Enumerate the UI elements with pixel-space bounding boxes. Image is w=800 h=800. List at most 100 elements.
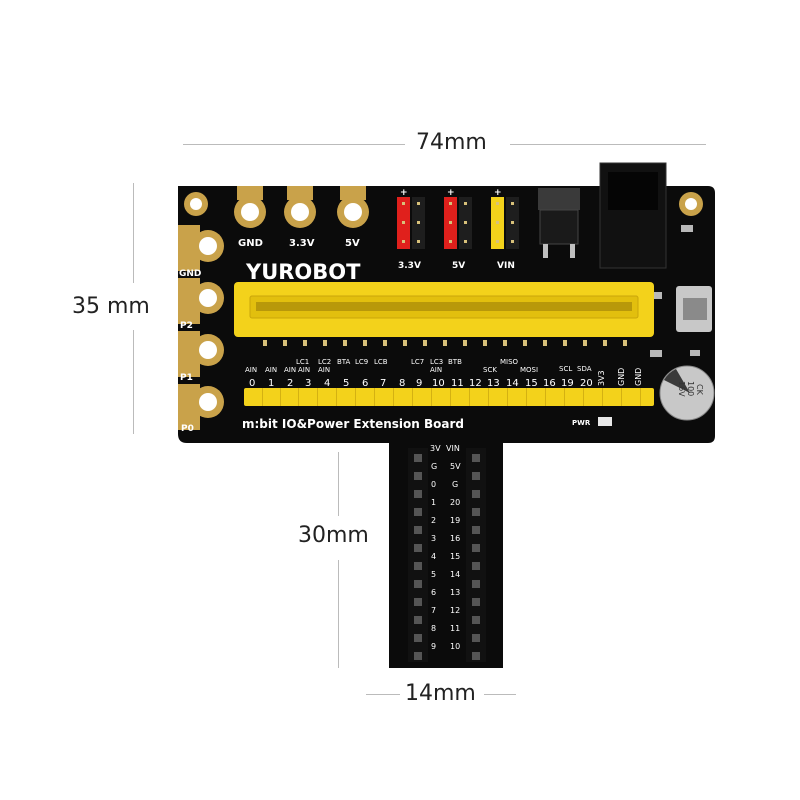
func-label: LC3 xyxy=(430,358,443,366)
func-label: LC2 xyxy=(318,358,331,366)
stem-label-left: 0 xyxy=(431,480,436,489)
pin-number: 10 xyxy=(432,378,445,389)
capacitor-label: 100 xyxy=(686,381,695,396)
pin-number: 1 xyxy=(268,378,274,389)
stem-label-left: 2 xyxy=(431,516,436,525)
stem-label-right: VIN xyxy=(446,444,460,453)
edge-connector-slot xyxy=(234,282,654,337)
pin-number: 4 xyxy=(324,378,330,389)
func-label: AIN xyxy=(265,366,277,374)
header-label-3v3: 3.3V xyxy=(398,261,421,271)
stem-label-right: 11 xyxy=(450,624,460,633)
func-label: SDA xyxy=(577,365,592,373)
height-dimension-label: 35 mm xyxy=(72,294,150,319)
pin-number: 19 xyxy=(561,378,574,389)
pin-number-gnd: GND xyxy=(617,368,626,386)
stem-label-right: 13 xyxy=(450,588,460,597)
dc-barrel-jack xyxy=(599,162,667,269)
func-label: MISO xyxy=(500,358,519,366)
stem-dimension-line-bottom xyxy=(338,560,339,668)
stem-label-left: 6 xyxy=(431,588,436,597)
stem-width-label: 14mm xyxy=(405,681,476,706)
stem-label-right: 15 xyxy=(450,552,460,561)
func-label: LCB xyxy=(374,358,388,366)
pin-number: 8 xyxy=(399,378,405,389)
stem-width-line-left xyxy=(366,694,400,695)
header-plus-1: + xyxy=(400,188,408,198)
pin-number: 20 xyxy=(580,378,593,389)
header-plus-2: + xyxy=(447,188,455,198)
stem-header-left xyxy=(408,448,428,662)
func-label: AIN xyxy=(284,366,296,374)
func-label: LC1 xyxy=(296,358,309,366)
stem-label-left: G xyxy=(431,462,437,471)
stem-label-left: 7 xyxy=(431,606,436,615)
height-dimension-line-bottom xyxy=(133,330,134,434)
stem-label-left: 5 xyxy=(431,570,436,579)
stem-dimension-line-top xyxy=(338,452,339,516)
pin-number-gnd: GND xyxy=(634,368,643,386)
stem-label-right: 19 xyxy=(450,516,460,525)
brand-logo: YUROBOT xyxy=(245,260,361,284)
func-label: SCL xyxy=(559,365,572,373)
pin-number: 9 xyxy=(416,378,422,389)
func-label: LC7 xyxy=(411,358,424,366)
pin-number: 14 xyxy=(506,378,519,389)
stem-label-left: 3 xyxy=(431,534,436,543)
stem-label-right: 10 xyxy=(450,642,460,651)
capacitor-label: CK xyxy=(695,384,704,396)
header-label-5v: 5V xyxy=(452,261,465,271)
micro-usb-port xyxy=(676,286,712,332)
stem-label-right: 16 xyxy=(450,534,460,543)
func-label: BTB xyxy=(448,358,462,366)
stem-label-left: 9 xyxy=(431,642,436,651)
pad-label-5v: 5V xyxy=(345,238,360,249)
func-label: MOSI xyxy=(520,366,538,374)
func-label: AIN xyxy=(245,366,257,374)
func-label: AIN xyxy=(430,366,442,374)
stem-label-right: 12 xyxy=(450,606,460,615)
stem-label-right: G xyxy=(452,480,458,489)
left-pad-p1: P1 xyxy=(180,373,193,383)
func-label: SCK xyxy=(483,366,497,374)
func-label: LC9 xyxy=(355,358,368,366)
stem-width-line-right xyxy=(484,694,516,695)
stem-label-left: 8 xyxy=(431,624,436,633)
height-dimension-line-top xyxy=(133,183,134,283)
voltage-regulator xyxy=(538,188,580,258)
func-label: AIN xyxy=(318,366,330,374)
pin-number: 16 xyxy=(543,378,556,389)
top-power-pads xyxy=(234,186,369,228)
pin-number-3v3: 3V3 xyxy=(597,370,606,386)
pin-number: 15 xyxy=(525,378,538,389)
pin-number: 5 xyxy=(343,378,349,389)
func-label: AIN xyxy=(298,366,310,374)
width-dimension-line-right xyxy=(510,144,706,145)
pin-number: 0 xyxy=(249,378,255,389)
left-edge-pads xyxy=(178,225,224,430)
stem-height-label: 30mm xyxy=(298,523,369,548)
left-pad-p2: P2 xyxy=(180,321,193,331)
stem-label-right: 14 xyxy=(450,570,460,579)
width-dimension-label: 74mm xyxy=(416,130,487,155)
capacitor-label: 16V xyxy=(677,381,686,397)
io-header-row xyxy=(244,388,654,406)
pin-number: 13 xyxy=(487,378,500,389)
left-pad-p0: P0 xyxy=(181,424,194,434)
stem-label-left: 4 xyxy=(431,552,436,561)
stem-label-left: 1 xyxy=(431,498,436,507)
pin-number: 3 xyxy=(305,378,311,389)
power-headers xyxy=(397,197,519,249)
pin-number: 2 xyxy=(287,378,293,389)
pin-number: 12 xyxy=(469,378,482,389)
pad-label-gnd: GND xyxy=(238,238,263,249)
stem-label-left: 3V xyxy=(430,444,441,453)
pwr-label: PWR xyxy=(572,419,591,427)
electrolytic-capacitor xyxy=(659,365,715,421)
width-dimension-line-left xyxy=(183,144,405,145)
pin-number: 7 xyxy=(380,378,386,389)
func-label: BTA xyxy=(337,358,351,366)
header-label-vin: VIN xyxy=(497,261,515,271)
board-title: m:bit IO&Power Extension Board xyxy=(242,417,464,431)
